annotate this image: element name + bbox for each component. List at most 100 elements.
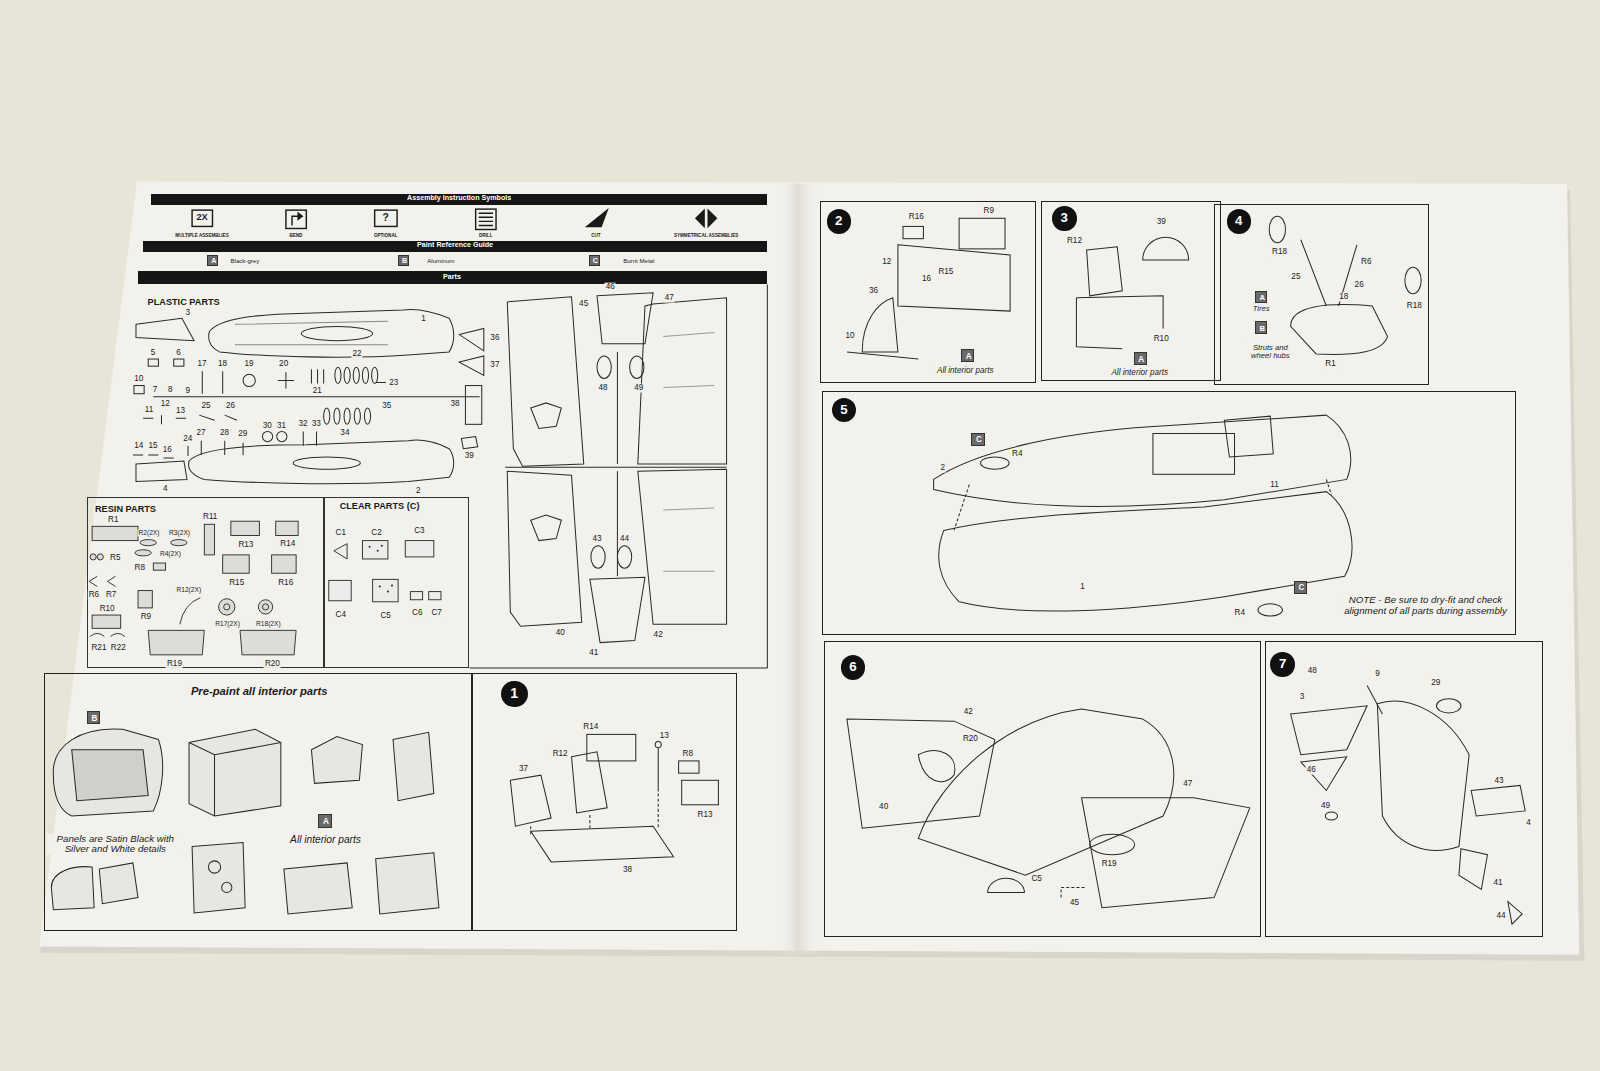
callout-number: 49 <box>633 383 644 392</box>
callout-number: C6 <box>411 609 423 618</box>
step-circle: 1 <box>501 681 528 708</box>
paint-code-box: B <box>398 255 409 266</box>
paint-code: A <box>966 352 972 361</box>
callout-number: R14 <box>279 539 296 548</box>
callout-number: 4 <box>1525 819 1532 828</box>
callout-number: 2 <box>415 486 422 495</box>
callout-number: R12 <box>1066 236 1083 245</box>
parts-panel: RESIN PARTSR1R2(2X)R3(2X)R11R4(2X)R5R13R… <box>87 497 325 668</box>
callout-number: R9 <box>140 613 152 622</box>
callout-number: R1 <box>107 516 119 525</box>
parts-frames <box>470 285 768 669</box>
callout-number: 34 <box>339 428 350 437</box>
heading: DRILL <box>478 233 493 238</box>
callout-number: 17 <box>196 360 207 369</box>
heading: OPTIONAL <box>373 233 399 238</box>
callout-number: R4 <box>1234 609 1246 618</box>
callout-number: 8 <box>167 385 174 394</box>
callout-number: 29 <box>1430 678 1441 687</box>
callout-number: C1 <box>335 528 347 537</box>
callout-number: R21 <box>90 644 107 653</box>
callout-number: 29 <box>237 429 248 438</box>
callout-number: 7 <box>152 385 159 394</box>
callout-number: Burnt Metal <box>622 258 655 265</box>
parts-area: Black-greyAluminumBurnt MetalABC <box>143 252 767 270</box>
interior-parts-art <box>51 729 439 914</box>
callout-number: R10 <box>1153 334 1170 343</box>
paint-code-box: A <box>1134 352 1147 365</box>
callout-number: R18 <box>1406 302 1423 311</box>
note-text: Struts and wheel hubs <box>1243 344 1298 361</box>
step-number: 2 <box>835 214 842 228</box>
callout-number: 1 <box>420 315 427 324</box>
callout-number: 10 <box>844 331 855 340</box>
callout-number: 18 <box>217 360 228 369</box>
step-box: R16R91216R153610All interior parts2A <box>820 201 1035 383</box>
callout-number: 46 <box>605 282 616 291</box>
step-circle: 6 <box>841 655 865 679</box>
step-box: R18R6252618TiresStruts and wheel hubsR1R… <box>1214 204 1428 385</box>
sheet <box>39 182 1579 955</box>
paint-code: C <box>976 436 982 445</box>
callout-number: 40 <box>878 803 889 812</box>
paint-code: B <box>91 714 97 723</box>
callout-number: 40 <box>555 628 566 637</box>
callout-number: R8 <box>682 750 694 759</box>
callout-number: 33 <box>311 420 322 429</box>
heading: PLASTIC PARTS <box>147 298 221 308</box>
callout-number: 37 <box>489 361 500 370</box>
callout-number: C5 <box>1030 874 1042 883</box>
paint-code: A <box>1138 355 1144 364</box>
callout-number: R17(2X) <box>214 621 241 628</box>
step-number: 5 <box>840 403 847 417</box>
callout-number: 25 <box>1290 272 1301 281</box>
paint-code: A <box>1259 294 1265 302</box>
callout-number: C3 <box>413 526 425 535</box>
callout-number: 28 <box>219 428 230 437</box>
callout-number: R18(2X) <box>255 621 282 628</box>
callout-number: 25 <box>201 402 212 411</box>
step-box: Pre-paint all interior partsPanels are S… <box>44 673 473 930</box>
paint-code-box: A <box>961 349 974 362</box>
callout-number: R13 <box>697 811 714 820</box>
callout-number: 16 <box>921 274 932 283</box>
callout-number: 38 <box>622 866 633 875</box>
callout-number: C5 <box>379 612 391 621</box>
clear-parts-art <box>329 541 441 602</box>
callout-number: R15 <box>228 578 245 587</box>
callout-number: R19 <box>1101 860 1118 869</box>
step-box: R42111R4NOTE - Be sure to dry-fit and ch… <box>822 391 1516 635</box>
note-text: Pre-paint all interior parts <box>190 685 329 697</box>
callout-number: 2 <box>940 464 947 473</box>
callout-number: 49 <box>1320 802 1331 811</box>
heading: CUT <box>590 233 601 238</box>
callout-number: R15 <box>937 268 954 277</box>
callout-number: 47 <box>664 294 675 303</box>
callout-number: 21 <box>312 386 323 395</box>
step-circle: 5 <box>832 398 856 422</box>
note-text: Panels are Satin Black with Silver and W… <box>47 833 184 854</box>
callout-number: R18 <box>1271 248 1288 257</box>
callout-number: R9 <box>983 207 995 216</box>
callout-number: R12(2X) <box>175 586 202 593</box>
callout-number: 35 <box>381 402 392 411</box>
callout-number: 30 <box>262 421 273 430</box>
symbol-icons <box>192 209 716 229</box>
callout-number: 47 <box>1182 779 1193 788</box>
heading: ? <box>382 213 390 224</box>
callout-number: 4 <box>162 484 169 493</box>
heading: 2X <box>195 213 208 223</box>
callout-number: 41 <box>1492 878 1503 887</box>
parts-panel: CLEAR PARTS (C)C1C2C3C4C5C6C7 <box>324 497 469 668</box>
callout-number: R1 <box>1324 360 1336 369</box>
callout-number: R4(2X) <box>159 550 182 557</box>
callout-number: Black-grey <box>229 258 260 265</box>
callout-number: 3 <box>184 309 191 318</box>
callout-number: 36 <box>489 333 500 342</box>
callout-number: 45 <box>1069 899 1080 908</box>
heading: MULTIPLE ASSEMBLIES <box>174 233 229 238</box>
section-band: Parts <box>138 271 768 283</box>
heading: BEND <box>288 233 303 238</box>
callout-number: 32 <box>298 420 309 429</box>
